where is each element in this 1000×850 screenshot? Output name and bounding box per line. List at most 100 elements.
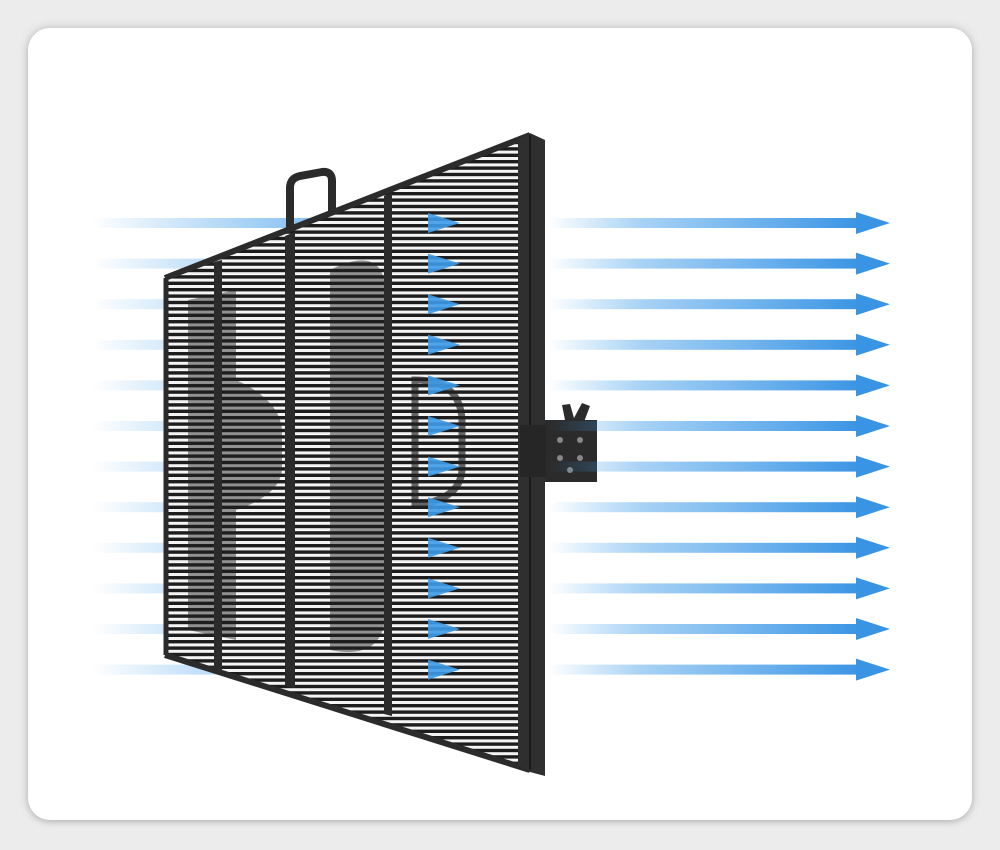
led-strip [165,224,545,228]
airflow-arrow-head [856,455,890,478]
airflow-arrow-head [428,375,460,396]
airflow-arrow-icon [548,664,860,675]
led-strip [165,185,545,189]
led-strip [165,659,545,663]
airflow-arrow-icon [548,421,860,431]
led-strip [165,736,545,740]
led-strip [165,262,545,266]
led-strip [165,768,545,772]
led-strip [165,550,545,554]
led-strip [165,652,545,657]
led-strip [165,563,545,567]
led-strip [165,467,545,471]
led-strip [160,781,550,784]
led-strip [165,480,545,484]
led-strip [165,608,545,612]
carry-handle-icon [286,167,336,240]
airflow-arrow-heads [428,213,460,680]
airflow-arrow-head [428,294,460,315]
airflow-arrow-head [428,659,460,680]
led-strip [165,684,545,689]
led-strip [165,582,545,586]
led-strip [165,135,545,138]
airflow-arrow-icon [548,258,860,269]
led-strip [165,179,545,183]
led-strip [165,646,545,650]
led-strip [165,627,545,631]
led-strip [165,672,545,676]
led-strip [165,569,545,573]
airflow-arrow-icon [548,299,860,310]
led-strip [165,192,545,196]
led-strip [165,268,545,273]
led-strip [165,454,545,458]
led-strip [165,473,545,477]
airflow-arrow-head [856,333,890,356]
led-strip [165,236,545,241]
led-strip [165,544,545,548]
led-strip [165,390,545,394]
airflow-arrow-head [856,496,890,519]
airflow-arrow-head [856,577,890,600]
led-strip [165,531,545,535]
led-strip [165,761,545,765]
airflow-arrow-icon [548,339,860,350]
airflow-arrow-head [428,619,460,639]
led-strip [165,275,545,279]
airflow-arrow-icon [548,502,860,513]
led-strip [165,556,545,561]
led-strip [165,409,545,413]
led-strip [165,172,545,177]
airflow-arrow-icon [548,218,860,228]
airflow-arrow-icon [548,624,860,634]
led-strip [165,704,545,708]
airflow-arrow-head [428,213,460,233]
led-strip [165,230,545,234]
airflow-arrow-head [856,293,890,316]
led-strip [165,243,545,247]
airflow-arrow-head [428,334,460,355]
led-strip [165,524,545,529]
led-strip [165,505,545,509]
airflow-arrow-head [428,497,460,518]
led-strip [165,345,545,349]
airflow-arrow-head [856,212,890,234]
led-strip [165,601,545,605]
led-strip [165,384,545,388]
led-strip [165,307,545,311]
led-strip [165,633,545,637]
led-strip [165,403,545,407]
led-strip [165,518,545,522]
led-strip [165,691,545,695]
led-strip [165,499,545,503]
airflow-arrow-head [856,658,890,681]
led-strip [165,352,545,356]
led-strip [165,416,545,420]
led-strip [165,377,545,381]
airflow-arrow-icon [548,583,860,594]
airflow-arrow-head [428,578,460,599]
led-strip [165,364,545,369]
airflow-arrow-icon [548,380,860,391]
led-strip [165,339,545,343]
led-strip [165,358,545,362]
airflow-arrow-icon [548,461,860,472]
led-strip [165,313,545,317]
led-strip [165,678,545,682]
led-strip [165,428,545,433]
led-strip [165,217,545,221]
led-strip [165,371,545,375]
led-strip [165,332,545,337]
led-strip [165,486,545,490]
airflow-arrow-head [428,537,460,558]
led-strip [165,614,545,618]
led-strip [165,774,545,775]
led-strip [165,595,545,599]
airflow-arrow-head [428,416,460,436]
led-strip [165,153,545,157]
led-strip [160,787,550,790]
airflow-arrow-head [428,456,460,477]
led-strip [165,288,545,292]
led-strip [165,576,545,580]
